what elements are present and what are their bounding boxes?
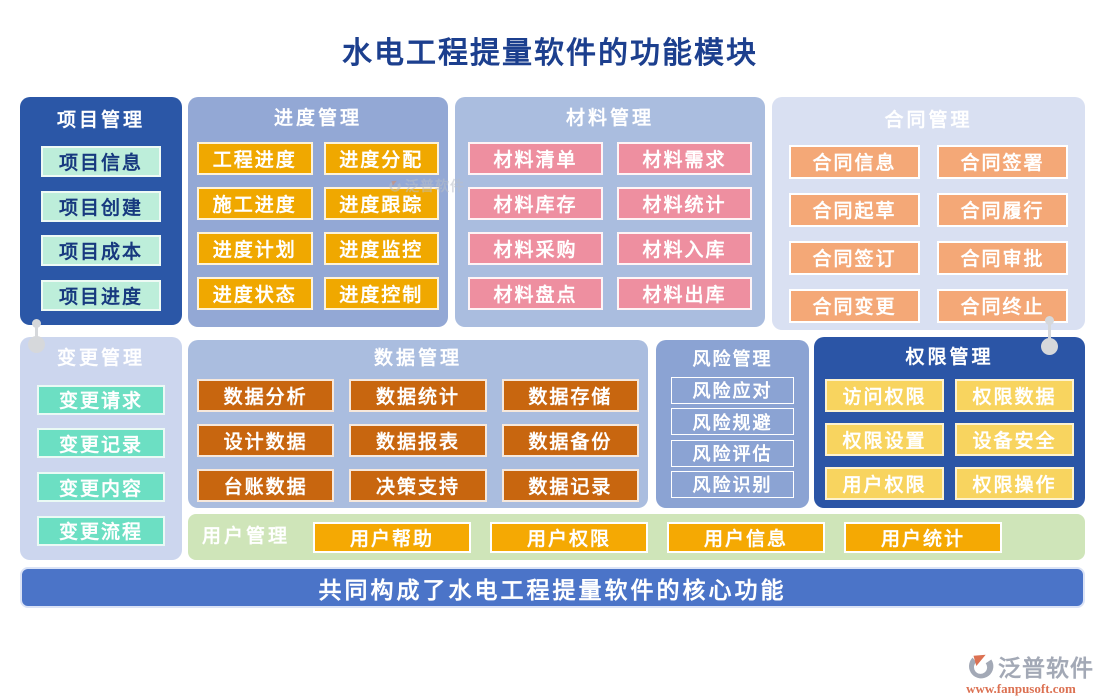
material-item[interactable]: 材料库存: [468, 186, 603, 220]
permission-item[interactable]: 访问权限: [825, 378, 944, 412]
brand-url: www.fanpusoft.com: [966, 681, 1076, 696]
risk-item[interactable]: 风险规避: [671, 408, 794, 436]
progress-item[interactable]: 进度监控: [323, 231, 439, 265]
panel-contract-management: 合同管理 合同信息 合同签署 合同起草 合同履行 合同签订 合同审批 合同变更 …: [772, 97, 1085, 330]
brand-logo: 泛普软件 www.fanpusoft.com: [948, 649, 1094, 697]
page-title: 水电工程提量软件的功能模块: [342, 37, 758, 70]
brand-icon: [968, 654, 994, 679]
panel-data-management: 数据管理 数据分析 数据统计 数据存储 设计数据 数据报表 数据备份 台账数据 …: [188, 340, 648, 508]
contract-item[interactable]: 合同签署: [937, 144, 1068, 179]
panel-material-management: 材料管理 材料清单 材料需求 材料库存 材料统计 材料采购 材料入库 材料盘点 …: [455, 97, 765, 327]
data-item[interactable]: 设计数据: [197, 423, 335, 457]
panel-user-management: 用户管理 用户帮助 用户权限 用户信息 用户统计: [188, 514, 1085, 560]
panel-title-permission: 权限管理: [905, 347, 994, 368]
panel-title-progress: 进度管理: [273, 108, 362, 129]
user-item[interactable]: 用户权限: [490, 521, 649, 553]
material-item[interactable]: 材料入库: [617, 231, 752, 265]
progress-item[interactable]: 进度计划: [197, 231, 313, 265]
risk-item[interactable]: 风险应对: [671, 376, 794, 404]
change-item[interactable]: 变更请求: [37, 384, 165, 415]
project-item[interactable]: 项目进度: [41, 279, 161, 311]
progress-item[interactable]: 进度跟踪: [323, 186, 439, 220]
risk-item[interactable]: 风险识别: [671, 470, 794, 498]
contract-item[interactable]: 合同起草: [789, 192, 920, 227]
data-item[interactable]: 决策支持: [349, 468, 487, 502]
material-item[interactable]: 材料清单: [468, 141, 603, 175]
project-item[interactable]: 项目成本: [41, 235, 161, 267]
progress-item[interactable]: 工程进度: [197, 141, 313, 175]
contract-item[interactable]: 合同审批: [937, 240, 1068, 275]
panel-title-contract: 合同管理: [884, 110, 973, 131]
data-item[interactable]: 数据存储: [501, 378, 639, 412]
user-item[interactable]: 用户帮助: [313, 521, 472, 553]
progress-item[interactable]: 进度分配: [323, 141, 439, 175]
progress-item[interactable]: 进度状态: [197, 276, 313, 310]
contract-item[interactable]: 合同变更: [789, 288, 920, 323]
contract-item[interactable]: 合同信息: [789, 144, 920, 179]
data-item[interactable]: 数据记录: [501, 468, 639, 502]
permission-item[interactable]: 用户权限: [825, 466, 944, 500]
permission-item[interactable]: 权限数据: [955, 378, 1074, 412]
permission-item[interactable]: 权限操作: [955, 466, 1074, 500]
data-item[interactable]: 台账数据: [197, 468, 335, 502]
material-item[interactable]: 材料出库: [617, 276, 752, 310]
brand-name: 泛普软件: [998, 656, 1094, 681]
data-item[interactable]: 数据报表: [349, 423, 487, 457]
project-item[interactable]: 项目信息: [41, 146, 161, 178]
panel-progress-management: 进度管理 工程进度 进度分配 施工进度 进度跟踪 进度计划 进度监控 进度状态 …: [188, 97, 448, 327]
user-item[interactable]: 用户统计: [844, 521, 1003, 553]
material-item[interactable]: 材料盘点: [468, 276, 603, 310]
panel-title-data: 数据管理: [373, 348, 462, 369]
material-item[interactable]: 材料采购: [468, 231, 603, 265]
panel-title-user: 用户管理: [202, 525, 291, 547]
progress-item[interactable]: 施工进度: [197, 186, 313, 220]
permission-item[interactable]: 权限设置: [825, 422, 944, 456]
summary-banner: 共同构成了水电工程提量软件的核心功能: [20, 567, 1085, 608]
panel-change-management: 变更管理 变更请求 变更记录 变更内容 变更流程: [20, 337, 182, 560]
user-item[interactable]: 用户信息: [667, 521, 826, 553]
progress-item[interactable]: 进度控制: [323, 276, 439, 310]
panel-title-material: 材料管理: [565, 108, 654, 129]
contract-item[interactable]: 合同履行: [937, 192, 1068, 227]
panel-title-change: 变更管理: [56, 348, 145, 369]
panel-title-risk: 风险管理: [692, 349, 773, 369]
material-item[interactable]: 材料需求: [617, 141, 752, 175]
data-item[interactable]: 数据备份: [501, 423, 639, 457]
panel-permission-management: 权限管理 访问权限 权限数据 权限设置 设备安全 用户权限 权限操作: [814, 337, 1085, 508]
permission-item[interactable]: 设备安全: [955, 422, 1074, 456]
contract-item[interactable]: 合同签订: [789, 240, 920, 275]
panel-risk-management: 风险管理 风险应对 风险规避 风险评估 风险识别: [656, 340, 809, 508]
material-item[interactable]: 材料统计: [617, 186, 752, 220]
contract-item[interactable]: 合同终止: [937, 288, 1068, 323]
risk-item[interactable]: 风险评估: [671, 439, 794, 467]
project-item[interactable]: 项目创建: [41, 190, 161, 222]
change-item[interactable]: 变更内容: [37, 472, 165, 503]
panel-title-project: 项目管理: [56, 110, 145, 131]
change-item[interactable]: 变更流程: [37, 515, 165, 546]
data-item[interactable]: 数据统计: [349, 378, 487, 412]
panel-project-management: 项目管理 项目信息 项目创建 项目成本 项目进度: [20, 97, 182, 325]
change-item[interactable]: 变更记录: [37, 428, 165, 459]
data-item[interactable]: 数据分析: [197, 378, 335, 412]
